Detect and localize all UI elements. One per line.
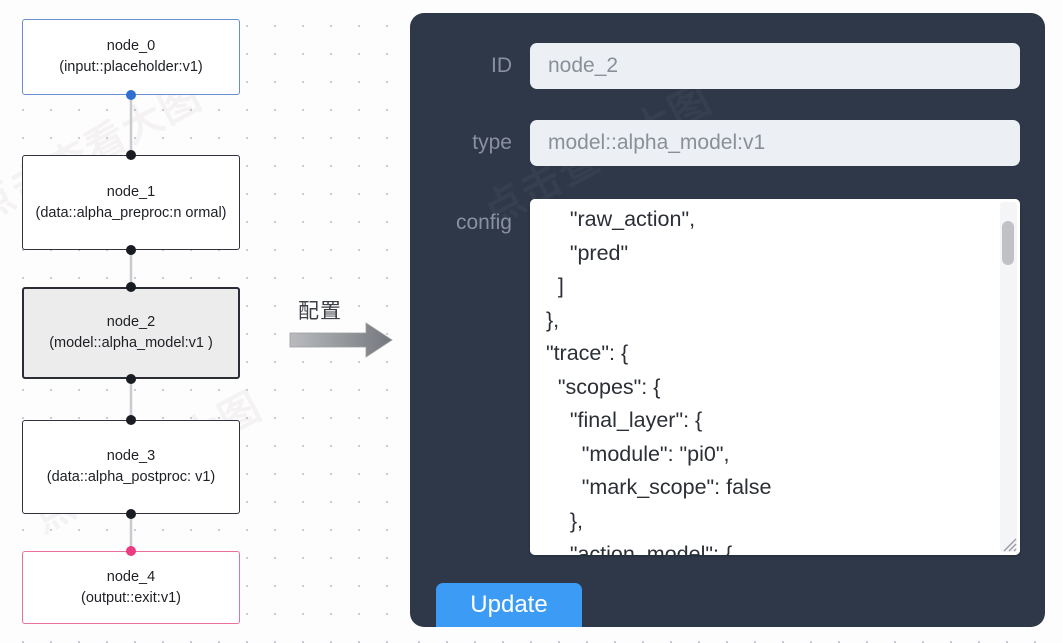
node-title: node_1 [106, 183, 156, 200]
node_1-input-port[interactable] [126, 150, 136, 160]
node-subtitle: (input::placeholder:v1) [59, 59, 203, 75]
id-field-row: ID [410, 43, 1045, 89]
node-title: node_0 [106, 38, 156, 54]
config-scrollbar-thumb[interactable] [1002, 221, 1014, 265]
node-title: node_4 [106, 568, 156, 585]
id-field-label: ID [491, 54, 512, 77]
node_2-input-port[interactable] [126, 282, 136, 292]
config-field-label: config [455, 211, 512, 234]
graph-node-node_2[interactable]: node_2 (model::alpha_model:v1 ) [22, 287, 240, 379]
node_2-output-port[interactable] [126, 374, 136, 384]
graph-node-node_4[interactable]: node_4 (output::exit:v1) [22, 551, 240, 624]
node_4-input-port[interactable] [126, 546, 136, 556]
arrow-icon [289, 322, 393, 358]
node-config-panel: 点击查看大图 点击查看大图 ID type config [410, 13, 1045, 627]
node_1-output-port[interactable] [126, 245, 136, 255]
node-title: node_3 [106, 448, 156, 464]
type-field-row: type [410, 120, 1045, 166]
node_3-input-port[interactable] [126, 415, 136, 425]
graph-node-node_0[interactable]: node_0 (input::placeholder:v1) [22, 19, 240, 95]
node-subtitle: (data::alpha_preproc:n ormal) [35, 204, 227, 221]
node-subtitle: (output::exit:v1) [81, 589, 181, 606]
graph-node-node_1[interactable]: node_1 (data::alpha_preproc:n ormal) [22, 155, 240, 250]
update-button[interactable]: Update [436, 583, 582, 627]
node-subtitle: (model::alpha_model:v1 ) [49, 335, 213, 351]
node_0-output-port[interactable] [126, 90, 136, 100]
node-title: node_2 [106, 314, 156, 330]
config-field-row: config [410, 199, 1045, 555]
node-subtitle: (data::alpha_postproc: v1) [46, 469, 216, 485]
id-input[interactable] [530, 43, 1020, 89]
type-input[interactable] [530, 120, 1020, 166]
arrow-label: 配置 [298, 300, 342, 323]
config-arrow-group: 配置 [288, 295, 396, 365]
config-textarea[interactable] [530, 199, 1020, 555]
node-graph-canvas[interactable]: 点击查看大图 点击查看大图 node_0 (input::placeholder… [0, 0, 400, 643]
graph-node-node_3[interactable]: node_3 (data::alpha_postproc: v1) [22, 420, 240, 514]
resize-handle-icon[interactable] [1000, 535, 1018, 553]
node_3-output-port[interactable] [126, 509, 136, 519]
config-textarea-wrapper [530, 199, 1020, 555]
config-scrollbar-track[interactable] [1000, 202, 1017, 552]
type-field-label: type [472, 131, 512, 154]
graph-edges [129, 95, 133, 551]
